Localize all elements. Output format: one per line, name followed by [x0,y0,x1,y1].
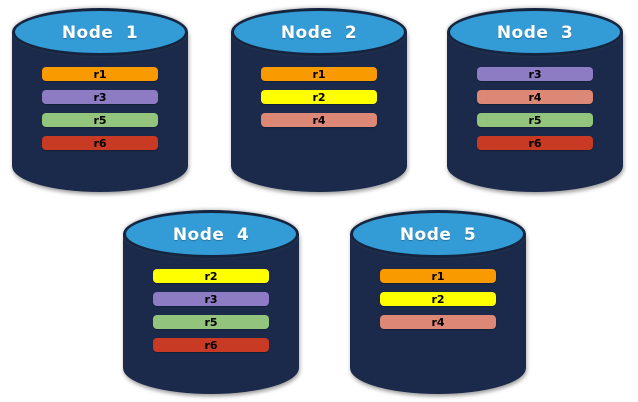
node-title: Node 3 [496,23,574,43]
replica-bar-list: r1 r2 r4 [380,269,496,329]
replica-bar-list: r1 r2 r4 [261,67,377,127]
cylinder-body [447,32,623,192]
replica-bar: r2 [153,269,269,283]
node-3-cylinder: Node 3 r3 r4 r5 r6 [447,8,623,192]
cylinder-body [350,234,526,394]
node-4-cylinder: Node 4 r2 r3 r5 r6 [123,210,299,394]
cylinder-top-ellipse: Node 2 [231,8,407,56]
node-title: Node 2 [280,23,358,43]
replica-bar: r3 [153,292,269,306]
replica-bar: r5 [477,113,593,127]
cylinder-top-ellipse: Node 1 [12,8,188,56]
replica-bar: r6 [477,136,593,150]
node-title: Node 1 [61,23,139,43]
replica-bar-list: r3 r4 r5 r6 [477,67,593,150]
node-5-cylinder: Node 5 r1 r2 r4 [350,210,526,394]
replica-bar: r1 [380,269,496,283]
replica-bar: r6 [153,338,269,352]
replica-bar: r1 [42,67,158,81]
replica-bar: r4 [261,113,377,127]
replica-bar: r4 [380,315,496,329]
node-2-cylinder: Node 2 r1 r2 r4 [231,8,407,192]
replica-bar: r2 [380,292,496,306]
node-1-cylinder: Node 1 r1 r3 r5 r6 [12,8,188,192]
replica-bar: r4 [477,90,593,104]
cylinder-body [123,234,299,394]
replica-bar: r2 [261,90,377,104]
cylinder-top-ellipse: Node 4 [123,210,299,258]
replica-bar-list: r1 r3 r5 r6 [42,67,158,150]
replica-bar-list: r2 r3 r5 r6 [153,269,269,352]
node-title: Node 5 [399,225,477,245]
node-title: Node 4 [172,225,250,245]
cylinder-top-ellipse: Node 3 [447,8,623,56]
replica-bar: r5 [153,315,269,329]
replica-bar: r3 [477,67,593,81]
replica-bar: r1 [261,67,377,81]
replica-bar: r3 [42,90,158,104]
replica-bar: r6 [42,136,158,150]
replica-bar: r5 [42,113,158,127]
cylinder-top-ellipse: Node 5 [350,210,526,258]
cylinder-body [12,32,188,192]
cylinder-body [231,32,407,192]
